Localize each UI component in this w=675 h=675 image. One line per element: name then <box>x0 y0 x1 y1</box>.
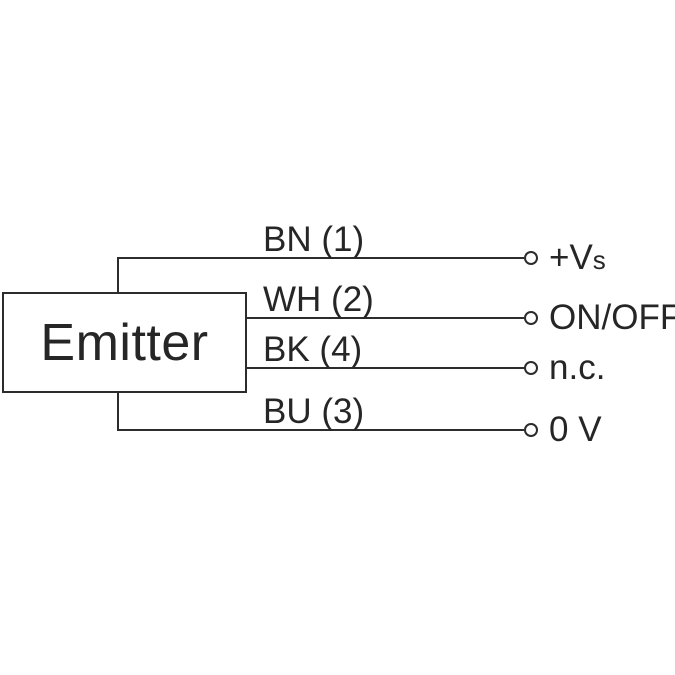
terminal-nc-label: n.c. <box>549 348 606 387</box>
wire-bk-label: BK (4) <box>263 330 363 369</box>
wire-bn-label: BN (1) <box>263 220 365 259</box>
wire-bn-vertical <box>117 257 119 294</box>
terminal-0v-label: 0 V <box>549 410 602 449</box>
wire-bk-horizontal <box>247 367 524 369</box>
wire-bu-horizontal <box>117 429 524 431</box>
terminal-onoff-label: ON/OFF <box>549 298 675 337</box>
emitter-label: Emitter <box>40 313 209 372</box>
emitter-box: Emitter <box>2 292 247 393</box>
terminal-vs-circle <box>524 251 538 265</box>
terminal-vs-main: +V <box>549 238 593 277</box>
wire-bu-vertical <box>117 391 119 431</box>
wire-wh-horizontal <box>247 317 524 319</box>
wire-wh-label: WH (2) <box>263 280 374 319</box>
terminal-vs-subscript: s <box>592 245 606 275</box>
terminal-0v-circle <box>524 423 538 437</box>
wire-bn-horizontal <box>117 257 524 259</box>
wire-bu-label: BU (3) <box>263 392 365 431</box>
terminal-onoff-circle <box>524 311 538 325</box>
terminal-vs-label: +Vs <box>549 240 606 278</box>
terminal-nc-circle <box>524 361 538 375</box>
